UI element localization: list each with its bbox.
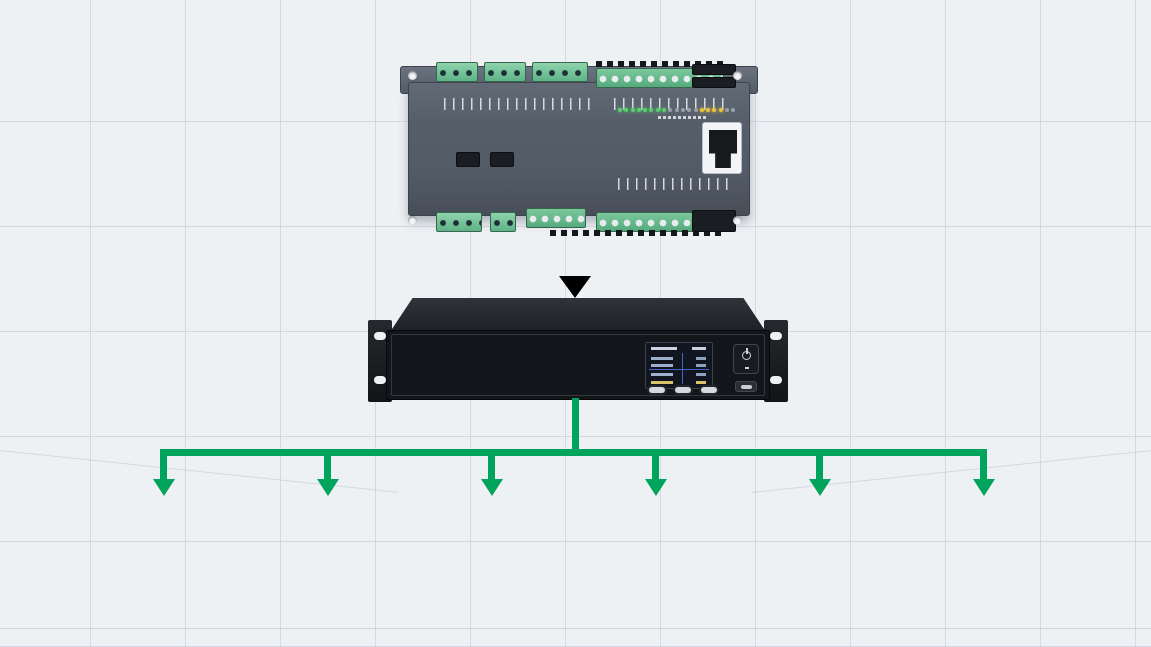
plc-usb-port xyxy=(490,152,514,167)
green-arrow-head xyxy=(480,479,503,496)
plc-led xyxy=(718,108,723,112)
gateway-reset-button xyxy=(735,381,757,392)
plc-ethernet-port-bottom xyxy=(692,210,736,232)
plc-led xyxy=(725,108,730,112)
plc-mount-hole xyxy=(408,216,417,225)
green-arrow-head xyxy=(808,479,831,496)
plc-led xyxy=(630,108,635,112)
plc-terminal-block xyxy=(532,62,588,82)
gateway-menu-button xyxy=(675,387,691,393)
green-bus-segment xyxy=(572,398,579,456)
green-bus-segment xyxy=(324,449,331,480)
plc-led xyxy=(649,108,654,112)
green-arrow-head xyxy=(972,479,995,496)
gateway-top-face xyxy=(390,298,766,332)
gateway-front-panel xyxy=(386,330,770,400)
green-arrow-head xyxy=(644,479,667,496)
plc-led xyxy=(731,108,736,112)
green-bus-segment xyxy=(160,449,167,480)
gateway-menu-button xyxy=(649,387,665,393)
plc-terminal-block xyxy=(436,62,478,82)
green-bus-segment xyxy=(160,449,987,456)
plc-led xyxy=(624,108,629,112)
gateway-menu-button xyxy=(701,387,717,393)
plc-led xyxy=(699,108,704,112)
green-bus-segment xyxy=(488,449,495,480)
green-arrow-head xyxy=(316,479,339,496)
plc-vent-slots xyxy=(550,230,724,236)
plc-led xyxy=(674,108,679,112)
plc-io-labels xyxy=(614,98,724,110)
plc-led xyxy=(618,108,622,112)
plc-led xyxy=(712,108,717,112)
plc-led xyxy=(662,108,667,112)
blue-down-arrow-head xyxy=(559,276,591,298)
plc-device xyxy=(400,60,758,236)
plc-led xyxy=(643,108,648,112)
plc-usb-port xyxy=(456,152,480,167)
plc-ethernet-port-top xyxy=(692,64,736,75)
gateway-device xyxy=(368,298,788,402)
plc-mount-hole xyxy=(733,71,742,80)
green-bus-segment xyxy=(980,449,987,480)
controller-row xyxy=(85,478,1065,592)
plc-led xyxy=(706,108,711,112)
blue-down-arrow-shaft xyxy=(570,230,580,277)
plc-led-caption xyxy=(658,116,708,119)
plc-led xyxy=(636,108,641,112)
plc-led xyxy=(680,108,685,112)
plc-mount-hole xyxy=(733,216,742,225)
plc-io-labels xyxy=(618,178,728,190)
green-arrow-head xyxy=(152,479,175,496)
plc-led xyxy=(693,108,698,112)
plc-terminal-strip xyxy=(526,208,586,228)
gateway-power-button xyxy=(733,344,759,374)
plc-rj45-port xyxy=(702,122,742,174)
plc-terminal-block xyxy=(484,62,526,82)
plc-led xyxy=(655,108,660,112)
plc-terminal-block xyxy=(490,212,516,232)
plc-led xyxy=(687,108,692,112)
plc-led xyxy=(668,108,673,112)
plc-io-labels xyxy=(444,98,594,110)
plc-terminal-block xyxy=(436,212,482,232)
plc-vent-slots xyxy=(596,61,724,67)
plc-mount-hole xyxy=(408,71,417,80)
gateway-lcd-screen xyxy=(645,342,713,389)
green-bus-segment xyxy=(652,449,659,480)
plc-ethernet-port-top xyxy=(692,77,736,88)
floor-line xyxy=(0,628,1151,629)
green-bus-segment xyxy=(816,449,823,480)
plc-status-leds xyxy=(618,108,738,112)
